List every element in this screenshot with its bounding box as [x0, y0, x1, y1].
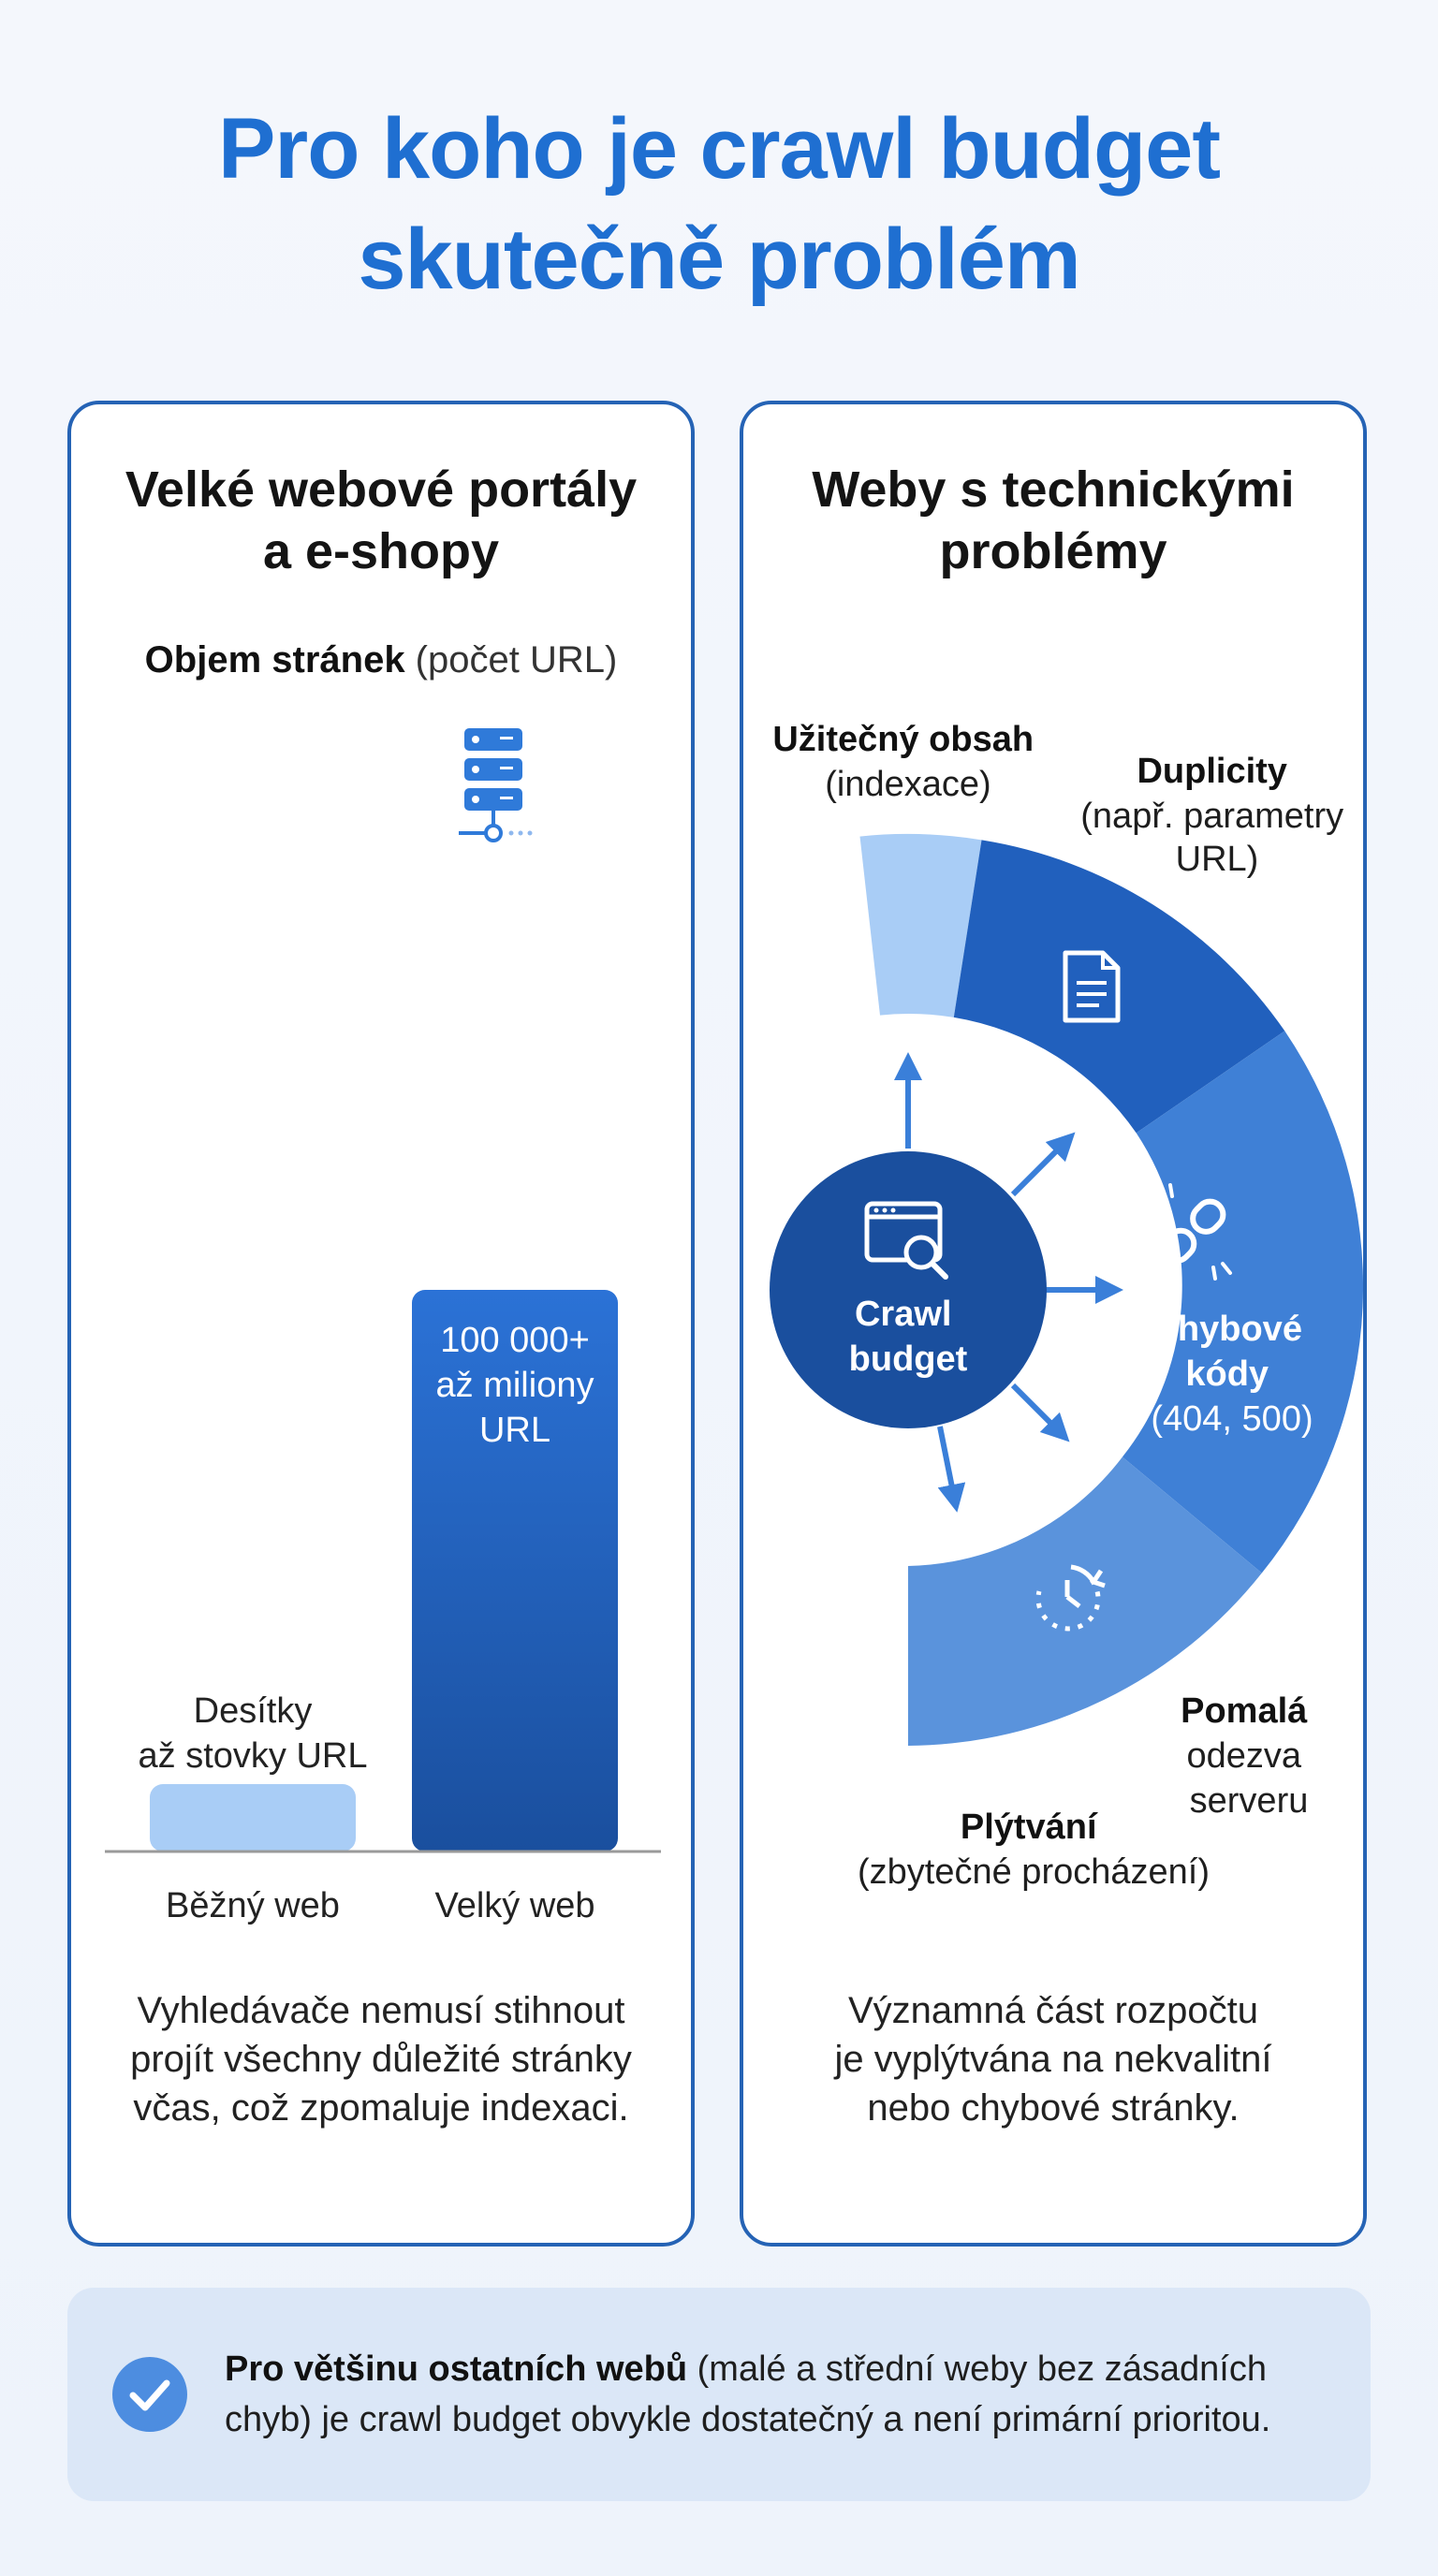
technical-problems-description-line: Významná část rozpočtu	[848, 1990, 1258, 2031]
chart-title: Objem stránek (počet URL)	[145, 639, 618, 681]
large-portals-card: Velké webové portály a e-shopy Objem str…	[67, 401, 695, 2247]
segment-errors	[1122, 1031, 1363, 1573]
page-title-line-1: Pro koho je crawl budget	[218, 101, 1221, 197]
summary-rest-1: (malé a střední weby bez zásadních	[687, 2349, 1267, 2389]
summary-text: Pro většinu ostatních webů (malé a střed…	[225, 2344, 1348, 2445]
technical-problems-description: Významná část rozpočtu je vyplýtvána na …	[743, 1986, 1363, 2132]
category-label: Velký web	[434, 1886, 594, 1925]
label-duplicity: Duplicity (např. parametry URL)	[1080, 752, 1353, 879]
technical-problems-description-line: nebo chybové stránky.	[867, 2087, 1240, 2129]
label-useful: Užitečný obsah (indexace)	[772, 720, 1043, 804]
label-slow: Pomalá odezva serveru	[1181, 1691, 1317, 1821]
category-label: Běžný web	[166, 1886, 340, 1925]
search-window-icon	[864, 1201, 948, 1280]
segment-slow	[908, 1456, 1262, 1746]
technical-problems-card: Weby s technickými problémy	[740, 401, 1367, 2247]
large-portals-description-line: projít všechny důležité stránky	[130, 2039, 632, 2080]
technical-problems-description-line: je vyplýtvána na nekvalitní	[834, 2039, 1272, 2080]
page-title: Pro koho je crawl budget skutečně problé…	[0, 94, 1438, 315]
label-waste: Plýtvání (zbytečné procházení)	[858, 1808, 1210, 1892]
large-portals-title: Velké webové portály a e-shopy	[71, 459, 691, 582]
large-portals-title-line-2: a e-shopy	[262, 523, 500, 579]
checkmark-icon	[112, 2357, 187, 2432]
crawl-budget-diagram: Crawl budget Užitečný obsah (indexace) D…	[770, 720, 1363, 1892]
page-title-line-2: skutečně problém	[358, 212, 1080, 307]
large-portals-description-line: včas, což zpomaluje indexaci.	[133, 2087, 629, 2129]
technical-problems-title-line-1: Weby s technickými	[812, 461, 1295, 518]
large-portals-description-line: Vyhledávače nemusí stihnout	[137, 1990, 625, 2031]
segment-useful	[859, 833, 982, 1017]
technical-problems-title: Weby s technickými problémy	[743, 459, 1363, 582]
crawl-budget-circle	[770, 1151, 1047, 1428]
crawl-budget-label: Crawl budget	[849, 1295, 968, 1379]
technical-problems-title-line-2: problémy	[939, 523, 1167, 579]
bar-common-web	[150, 1784, 356, 1852]
crawl-arrows	[894, 1052, 1123, 1513]
broken-link-icon	[1161, 1198, 1226, 1264]
broken-link-sparks	[1153, 1183, 1232, 1281]
label-errors: Chybové kódy (404, 500)	[1151, 1310, 1313, 1439]
summary-rest-2: chyb) je crawl budget obvykle dostatečný…	[225, 2400, 1271, 2439]
large-portals-description: Vyhledávače nemusí stihnout projít všech…	[71, 1986, 691, 2132]
summary-banner: Pro většinu ostatních webů (malé a střed…	[67, 2288, 1371, 2501]
bar-large-web	[412, 1290, 618, 1852]
large-portals-title-line-1: Velké webové portály	[125, 461, 638, 518]
server-icon	[459, 728, 533, 842]
document-icon	[1063, 950, 1121, 1023]
clock-icon	[1035, 1564, 1106, 1632]
summary-bold: Pro většinu ostatních webů	[225, 2349, 688, 2389]
